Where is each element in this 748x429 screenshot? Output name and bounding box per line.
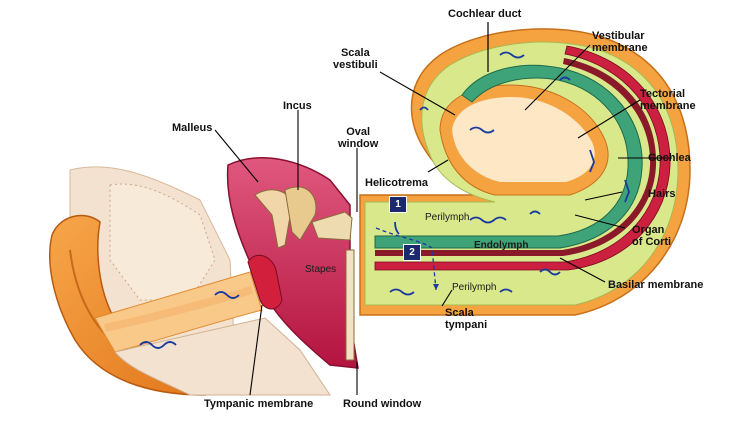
label-oval-window: Oval window [338, 126, 378, 150]
marker-2: 2 [403, 244, 421, 261]
label-hairs: Hairs [648, 188, 676, 200]
label-malleus: Malleus [172, 122, 213, 134]
label-vestibular-membrane: Vestibular membrane [592, 30, 648, 54]
inner-label-perilymph-upper: Perilymph [425, 212, 470, 223]
basilar-membrane-band [374, 45, 671, 271]
label-tectorial-membrane: Tectorial membrane [640, 88, 696, 112]
label-tympanic-membrane: Tympanic membrane [204, 398, 314, 410]
inner-label-endolymph: Endolymph [474, 240, 529, 251]
label-basilar-membrane: Basilar membrane [608, 279, 704, 291]
label-cochlear-duct: Cochlear duct [448, 8, 522, 20]
label-organ-of-corti: Organ of Corti [632, 224, 671, 248]
label-vestibular-line1: Vestibular [592, 30, 645, 42]
label-scala-vestibuli-line1: Scala [340, 47, 370, 59]
label-oval-line1: Oval [346, 126, 371, 138]
stapes-bone [311, 211, 353, 241]
cochlea-inner-core [452, 97, 595, 182]
label-scala-tympani: Scala tympani [445, 307, 487, 331]
label-scala-tympani-line1: Scala [445, 307, 474, 319]
marker-1: 1 [389, 196, 407, 213]
incus-bone [284, 186, 317, 241]
label-incus: Incus [283, 100, 312, 112]
label-vestibular-line2: membrane [592, 42, 648, 54]
round-window-shape [345, 249, 355, 361]
label-oval-line2: window [338, 138, 379, 150]
label-tectorial-line2: membrane [640, 100, 696, 112]
wave-marks [139, 51, 630, 349]
inner-label-perilymph-lower: Perilymph [452, 282, 497, 293]
cochlear-duct-band [374, 64, 643, 249]
canal-shading [104, 286, 254, 332]
label-helicotrema: Helicotrema [365, 177, 428, 189]
label-organ-line1: Organ [632, 224, 665, 236]
label-scala-vestibuli: Scala vestibuli [333, 47, 378, 71]
inner-label-stapes: Stapes [305, 264, 337, 275]
lower-bone [114, 317, 331, 396]
label-scala-tympani-line2: tympani [445, 319, 488, 331]
label-scala-vestibuli-line2: vestibuli [333, 59, 378, 71]
pressure-arrow [433, 284, 439, 290]
pressure-path [375, 227, 437, 291]
label-cochlea: Cochlea [648, 152, 691, 164]
tympanic-membrane-shape [247, 254, 283, 310]
middle-ear-cavity [226, 157, 359, 369]
label-round-window: Round window [343, 398, 422, 410]
label-organ-line2: of Corti [632, 236, 672, 248]
label-tectorial-line1: Tectorial [640, 88, 686, 100]
leader-lines [214, 44, 672, 396]
